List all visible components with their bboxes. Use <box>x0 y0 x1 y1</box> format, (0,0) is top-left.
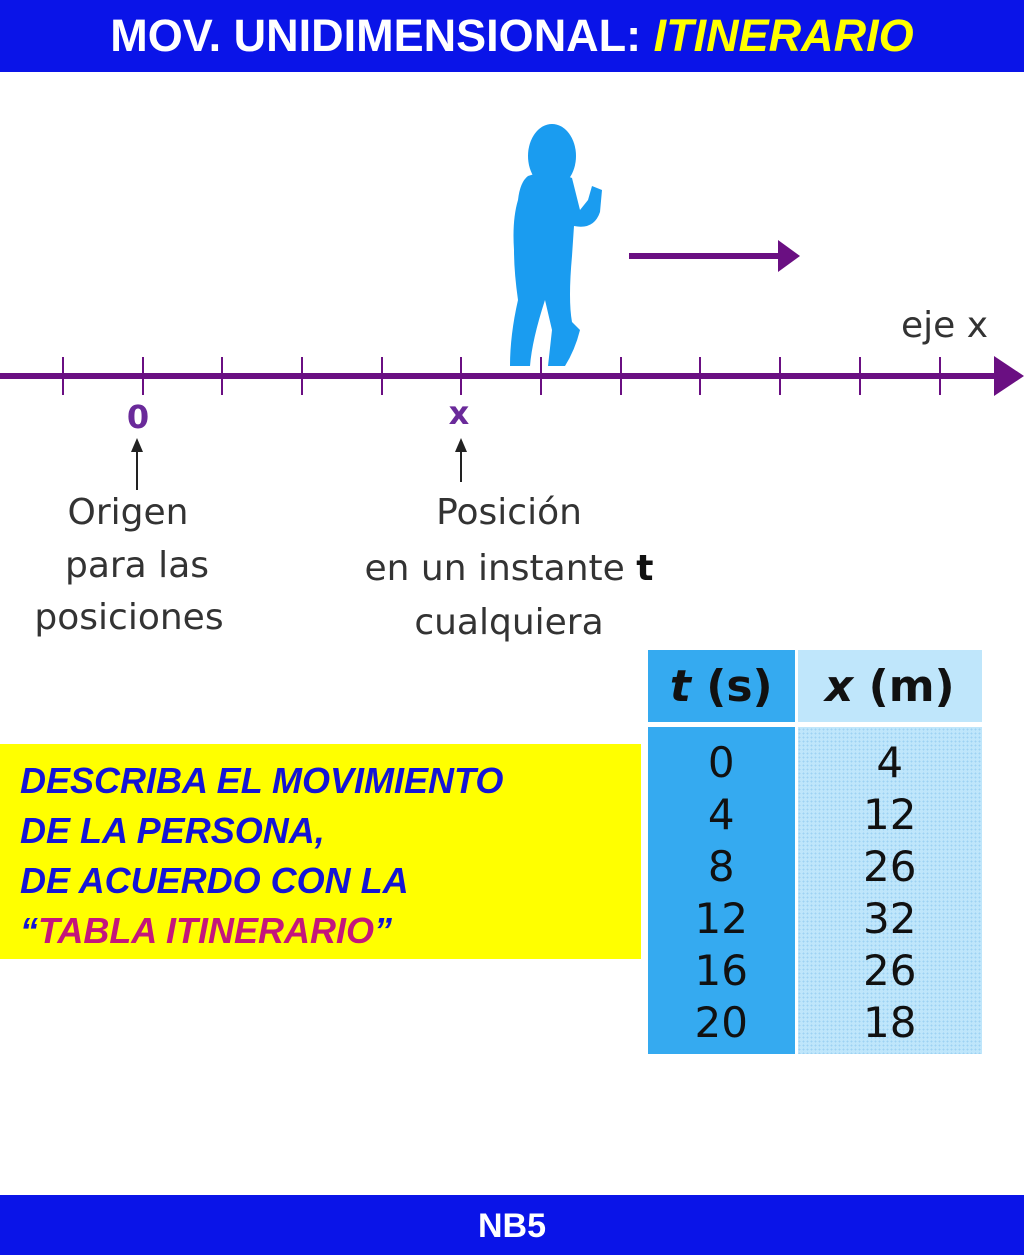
direction-arrow-icon <box>629 240 800 272</box>
table-name-highlight: TABLA ITINERARIO <box>38 910 374 951</box>
position-value: 32 <box>863 894 917 943</box>
time-value: 12 <box>694 894 748 943</box>
time-variable: t <box>669 660 691 712</box>
time-value: 8 <box>707 842 735 891</box>
title-banner: MOV. UNIDIMENSIONAL: ITINERARIO <box>0 0 1024 72</box>
instruction-line-4: “TABLA ITINERARIO” <box>20 906 641 956</box>
column-header-position: x (m) <box>796 650 982 727</box>
position-caption-line-3: cualquiera <box>414 602 603 643</box>
origin-caption-line-2: para las <box>65 545 209 586</box>
origin-caption-line-1: Origen <box>68 492 189 533</box>
axis-label: eje x <box>901 305 988 346</box>
column-header-time: t (s) <box>648 650 798 727</box>
position-value: 12 <box>863 790 917 839</box>
time-unit: (s) <box>690 660 773 712</box>
position-value: 4 <box>876 738 904 787</box>
time-value: 0 <box>707 738 735 787</box>
quote-open: “ <box>20 910 38 951</box>
position-unit: (m) <box>853 660 955 712</box>
instruction-box: DESCRIBA EL MOVIMIENTO DE LA PERSONA, DE… <box>0 744 641 959</box>
time-value: 20 <box>694 998 748 1047</box>
walking-person-icon <box>510 124 602 366</box>
instruction-line-3: DE ACUERDO CON LA <box>20 860 409 901</box>
origin-caption-line-3: posiciones <box>34 597 223 638</box>
position-variable: x <box>824 660 854 712</box>
itinerary-table: t (s) x (m) 0 4 8 12 16 20 4 12 26 32 26… <box>648 650 982 1054</box>
instruction-line-2: DE LA PERSONA, <box>20 810 325 851</box>
x-axis <box>0 357 1000 395</box>
time-value: 4 <box>707 790 735 839</box>
position-values-column: 4 12 26 32 26 18 <box>796 724 982 1054</box>
instruction-line-1: DESCRIBA EL MOVIMIENTO <box>20 760 504 801</box>
position-value: 26 <box>863 842 917 891</box>
position-diagram: eje x 0 x Origen para las posiciones Pos… <box>0 124 1024 643</box>
time-value: 16 <box>694 946 748 995</box>
origin-pointer-arrow <box>131 438 143 490</box>
title-main: MOV. UNIDIMENSIONAL: <box>110 10 654 61</box>
position-caption-line-1: Posición <box>436 492 582 533</box>
position-value: 18 <box>863 998 917 1047</box>
position-caption-text: en un instante <box>365 548 637 589</box>
quote-close: ” <box>373 910 392 951</box>
footer-label: NB5 <box>477 1207 547 1245</box>
position-caption-line-2: en un instante t <box>365 548 654 589</box>
footer-banner: NB5 <box>0 1195 1024 1255</box>
position-value: 26 <box>863 946 917 995</box>
origin-marker: 0 <box>127 398 149 436</box>
axis-arrowhead <box>994 356 1024 396</box>
position-marker: x <box>449 394 470 432</box>
position-caption-var: t <box>636 548 653 589</box>
title-accent: ITINERARIO <box>653 10 914 61</box>
position-pointer-arrow <box>455 438 467 482</box>
time-values-column: 0 4 8 12 16 20 <box>648 724 798 1054</box>
